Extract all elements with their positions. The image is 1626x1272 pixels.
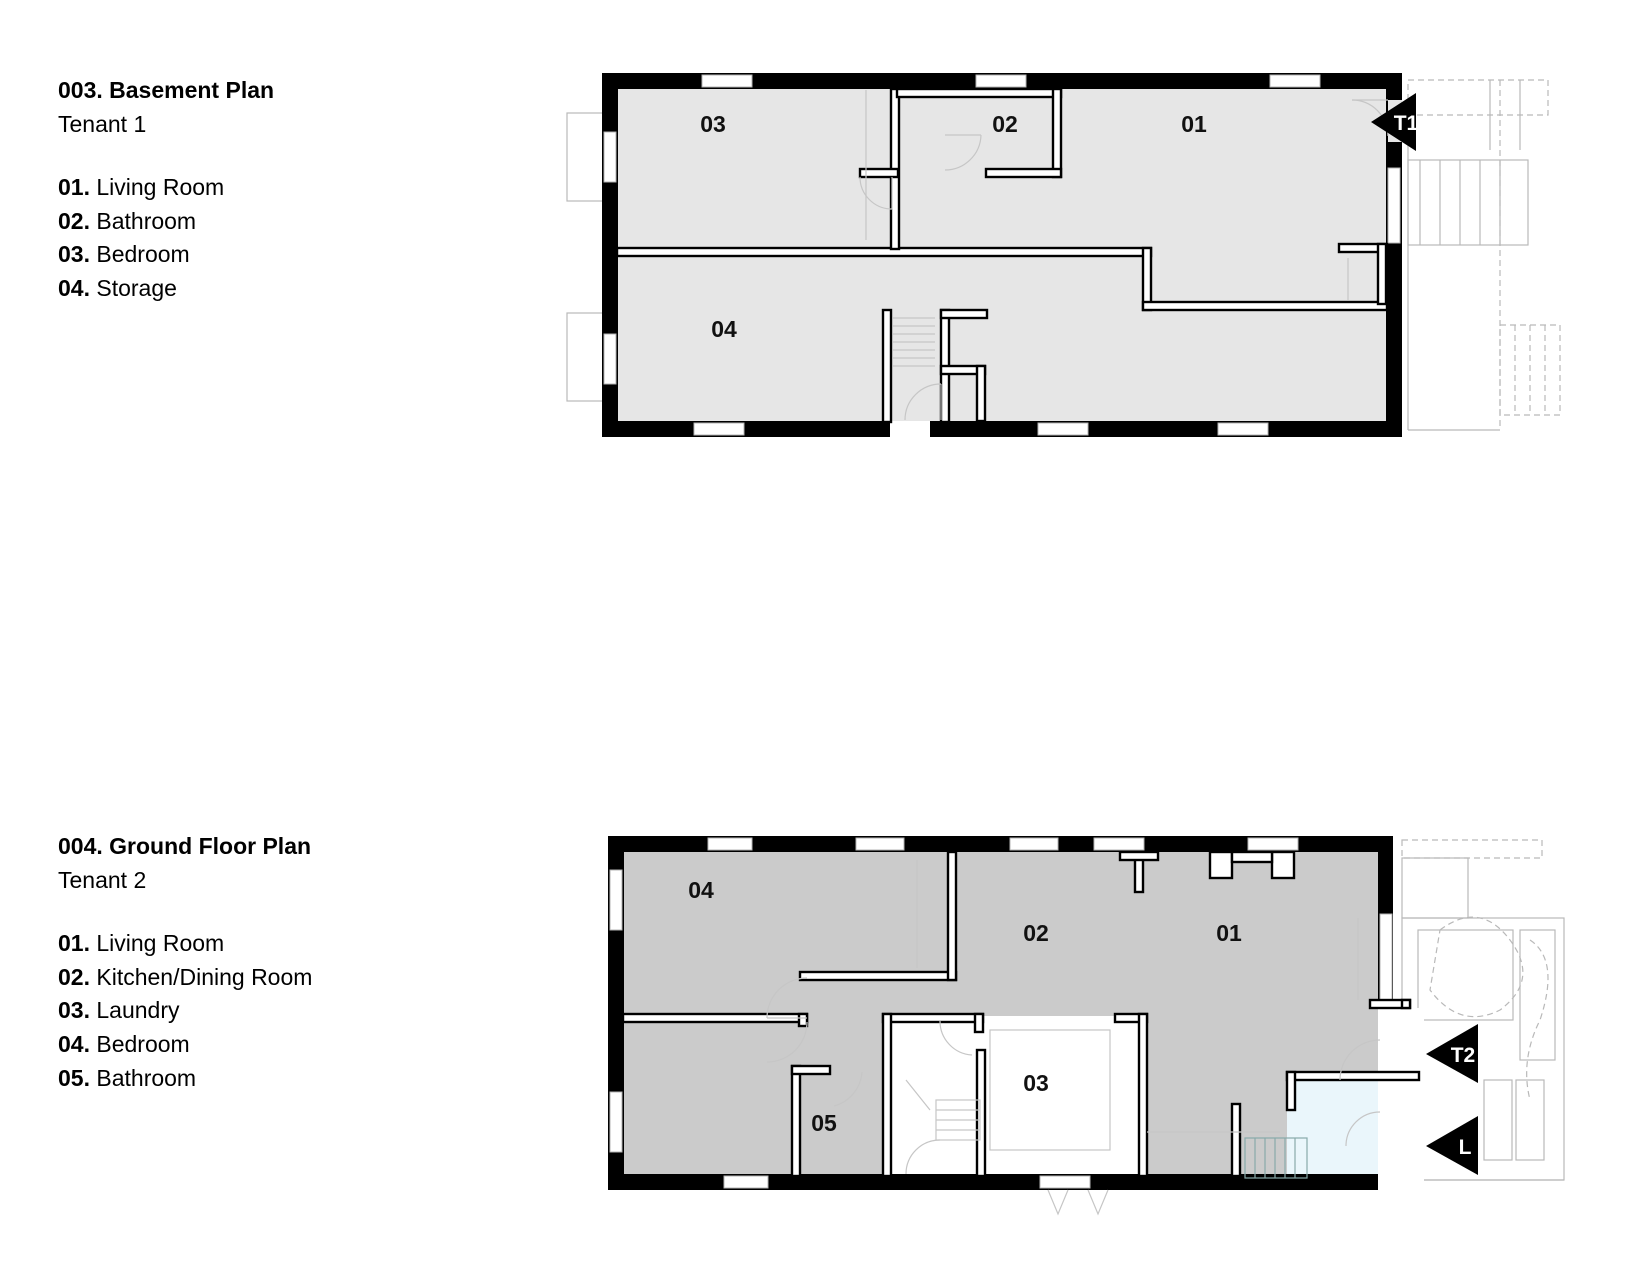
legend-item: 03. Laundry bbox=[58, 997, 180, 1024]
entry-tag-t1-label: T1 bbox=[1394, 112, 1419, 135]
room-label-02: 02 bbox=[1023, 920, 1049, 946]
room-label-02: 02 bbox=[992, 111, 1018, 137]
basement-tenant: Tenant 1 bbox=[58, 110, 147, 137]
legend-item: 02. Kitchen/Dining Room bbox=[58, 963, 313, 990]
legend-item: 04. Storage bbox=[58, 274, 177, 301]
entry-tag-t1 bbox=[1371, 93, 1416, 151]
legend-item: 02. Bathroom bbox=[58, 207, 197, 234]
legend-item: 04. Bedroom bbox=[58, 1030, 190, 1057]
ground-floor-legend: 004. Ground Floor Plan Tenant 2 01. Livi… bbox=[58, 830, 312, 1095]
room-label-01: 01 bbox=[1216, 920, 1242, 946]
legend-item: 01. Living Room bbox=[58, 174, 225, 201]
legend-item: 05. Bathroom bbox=[58, 1064, 197, 1091]
room-label-03: 03 bbox=[700, 111, 726, 137]
entry-tag-l bbox=[1426, 1116, 1478, 1175]
room-label-03: 03 bbox=[1023, 1070, 1049, 1096]
basement-plan: 03 02 01 04 T1 bbox=[566, 73, 1561, 437]
ground-exterior bbox=[1401, 839, 1565, 1181]
legend-item: 03. Bedroom bbox=[58, 241, 190, 268]
ground-floor-tenant: Tenant 2 bbox=[58, 866, 147, 893]
basement-plan-title: 003. Basement Plan bbox=[58, 77, 275, 103]
ground-floor-plan: 04 02 01 03 05 T2 L bbox=[608, 836, 1565, 1216]
basement-legend: 003. Basement Plan Tenant 1 01. Living R… bbox=[58, 74, 274, 306]
entry-tag-t2-label: T2 bbox=[1451, 1044, 1476, 1067]
room-label-04: 04 bbox=[711, 316, 737, 342]
ground-floor-plan-title: 004. Ground Floor Plan bbox=[58, 833, 312, 859]
legend-item: 01. Living Room bbox=[58, 930, 225, 957]
entry-tag-t2 bbox=[1426, 1024, 1478, 1083]
room-label-01: 01 bbox=[1181, 111, 1207, 137]
entry-tag-l-label: L bbox=[1459, 1136, 1472, 1159]
room-label-04: 04 bbox=[688, 877, 714, 903]
room-label-05: 05 bbox=[811, 1110, 837, 1136]
